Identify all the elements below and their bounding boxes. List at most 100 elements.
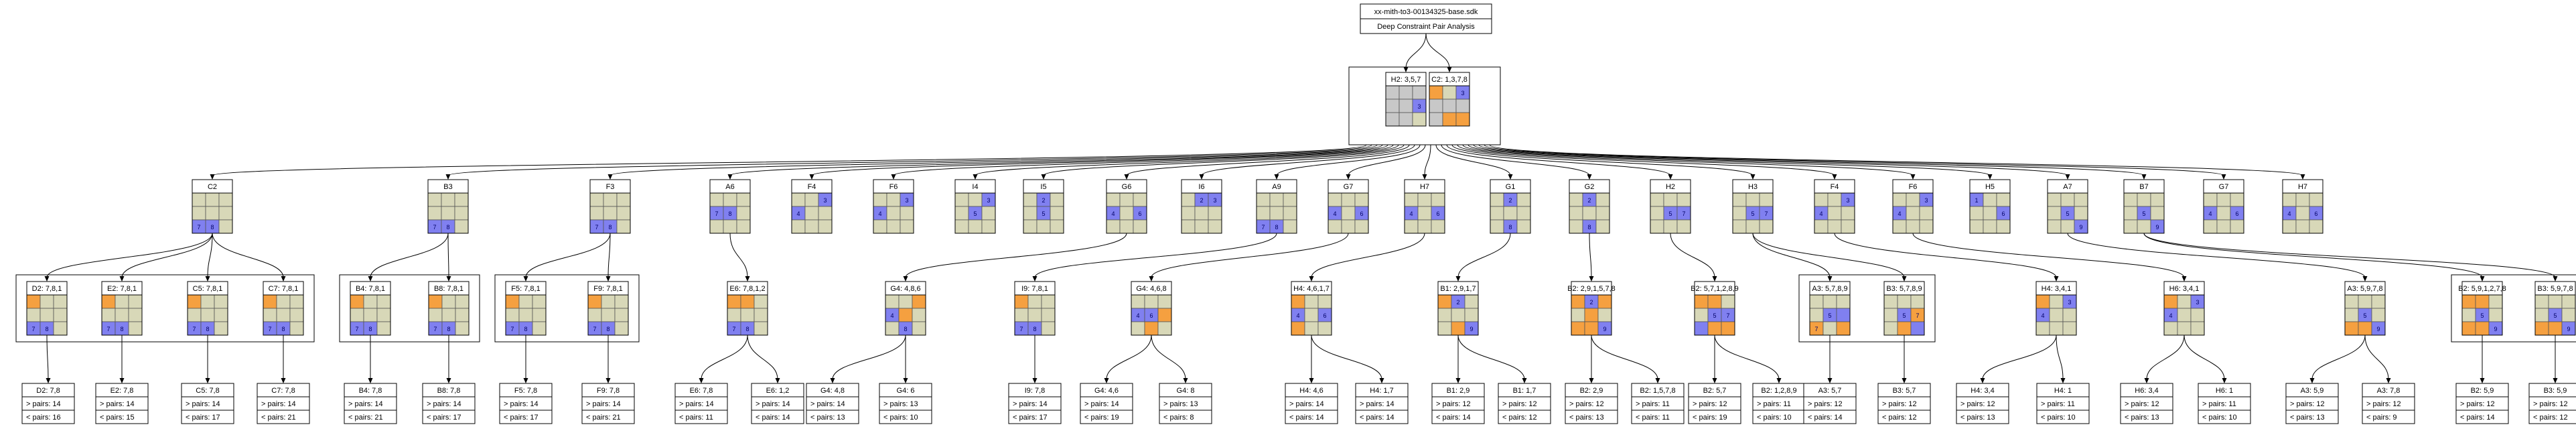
grid-cell [1442,85,1457,100]
level3-leaf-node: F9: 7,8> pairs: 14< pairs: 21 [581,383,635,424]
level1-to-level2-edge-arrowhead [745,276,750,282]
leaf-greater-pairs: > pairs: 11 [2041,400,2075,408]
grid-cell [1437,308,1452,322]
grid-cell [2230,219,2244,234]
grid-cell [1399,99,1413,113]
grid-cell [26,294,41,309]
grid-cell [2488,294,2503,309]
grid-cell [2548,294,2563,309]
level3-leaf-node: H4: 1> pairs: 11< pairs: 10 [2036,383,2090,424]
leaf-less-pairs-box [257,410,310,424]
level3-leaf-node: D2: 7,8> pairs: 14< pairs: 16 [21,383,75,424]
leaf-less-pairs: < pairs: 19 [1693,414,1727,422]
grid-cell [2488,308,2503,322]
grid-digit: 9 [1470,326,1473,332]
level1-to-level2-edge [1457,233,1511,278]
grid-cell [1464,308,1479,322]
grid-border [2047,192,2088,234]
grid-cell [818,219,833,234]
grid-cell [1429,112,1443,127]
level1-to-level2-edge-arrowhead [2362,276,2368,282]
leaf-less-pairs-box [2120,410,2173,424]
grid-border [1809,294,1851,336]
level3-leaf-node: E6: 7,8> pairs: 14< pairs: 11 [674,383,728,424]
grid-cell [2150,192,2165,207]
grid-border [587,294,629,336]
grid-cell [441,206,455,221]
level2-pair-cluster [339,274,480,343]
node-label: H3 [1748,183,1758,191]
root-to-level1-edge [212,144,1367,176]
node-label: G1 [1506,183,1516,191]
grid-cell [532,308,547,322]
leaf-less-pairs: < pairs: 14 [1436,414,1471,422]
level1-to-level2-edge-arrowhead [1902,276,1907,282]
grid-cell [1841,219,1855,234]
level3-leaf-node: H6: 1> pairs: 11< pairs: 10 [2198,383,2251,424]
grid-digit: 7 [268,326,271,332]
node-label: F5: 7,8,1 [511,285,540,293]
grid-cell [128,321,143,336]
level2-to-level3-edge-arrowhead [1522,378,1527,383]
grid-digit: 5 [2553,312,2557,319]
grid-cell [2049,321,2064,336]
grid-digit: 7 [197,224,200,231]
grid-digit: 5 [1828,312,1831,319]
leaf-label: B3: 5,7 [1893,387,1916,395]
grid-cell [740,308,755,322]
puzzle-file-name: xx-mith-to3-00134325-base.sdk [1374,8,1478,16]
leaf-less-pairs-box [2198,410,2251,424]
grid-cell [1663,192,1678,207]
grid-cell [2371,308,2386,322]
grid-digit: 7 [1916,312,1919,319]
grid-cell [1208,206,1222,221]
level2-to-level3-edge [1311,334,1382,380]
leaf-less-pairs-box [499,410,553,424]
grid-cell [589,192,604,207]
grid-cell [804,219,819,234]
grid-cell [276,308,291,322]
grid-digit: 4 [1111,210,1115,217]
grid-cell [1996,219,2011,234]
grid-cell [898,294,913,309]
grid-digit: 4 [2169,312,2172,319]
leaf-label: C5: 7,8 [196,387,219,395]
grid-cell [40,294,54,309]
grid-digit: 8 [606,326,610,332]
level2-to-level3-edge-arrowhead [1589,378,1594,383]
grid-cell [1341,192,1356,207]
level2-to-level3-edge-arrowhead [1032,378,1037,383]
grid-cell [1119,192,1134,207]
grid-cell [954,206,969,221]
grid-cell [2035,321,2050,336]
leaf-less-pairs: < pairs: 17 [186,414,220,422]
grid-cell [603,192,618,207]
level2-to-level3-edge-arrowhead [1655,378,1660,383]
root-to-level1-edge [975,144,1399,176]
node-label: B7 [2139,183,2148,191]
grid-cell [1707,294,1722,309]
level2-to-level3-edge-arrowhead [1712,378,1717,383]
node-label: A3: 5,9,7,8 [2347,285,2382,293]
node-label: G6 [1122,183,1132,191]
level2-pair-cluster [15,274,315,343]
grid-digit: 1 [1975,197,1978,204]
grid-cell [289,294,304,309]
level1-to-level2-edge-arrowhead [1149,276,1154,282]
grid-cell [1304,308,1319,322]
grid-cell [2049,308,2064,322]
grid-digit: 3 [1461,90,1464,97]
grid-cell [428,294,443,309]
level2-node: A3: 5,9,7,859 [2344,281,2386,336]
level3-leaf-node: I9: 7,8> pairs: 14< pairs: 17 [1008,383,1062,424]
root-to-level1-edge-arrowhead [973,174,978,180]
root-to-level1-edge-arrowhead [1346,174,1351,180]
grid-cell [1836,321,1851,336]
grid-digit: 4 [1898,210,1901,217]
